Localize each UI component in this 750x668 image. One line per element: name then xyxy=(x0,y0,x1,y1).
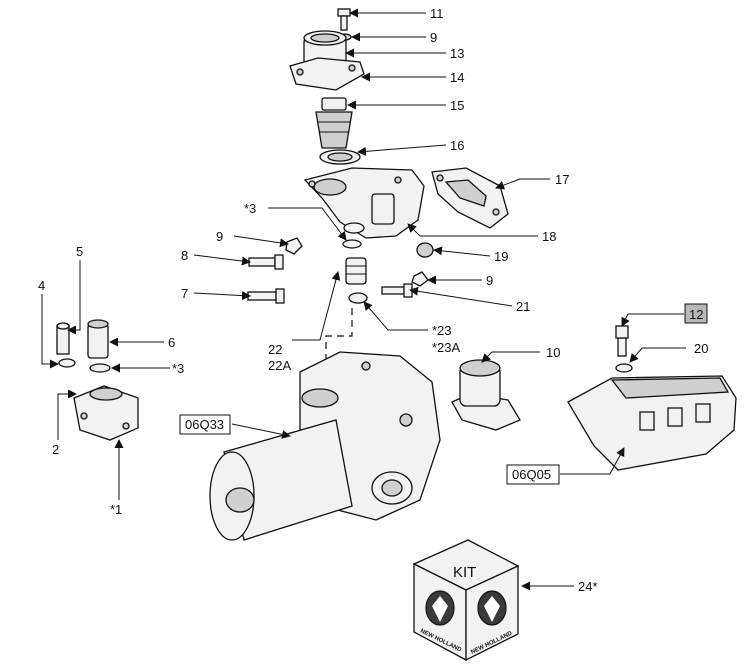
callout-10: 10 xyxy=(546,345,560,360)
callout-15: 15 xyxy=(450,98,464,113)
callout-9-top: 9 xyxy=(430,30,437,45)
callout-11: 11 xyxy=(430,6,444,21)
callout-6: 6 xyxy=(168,335,175,350)
ref-box-pump: 06Q33 xyxy=(179,414,231,435)
o-ring-3 xyxy=(342,239,362,249)
cover-flange-14 xyxy=(289,57,365,91)
bolt-21 xyxy=(381,283,413,298)
ref-box-head: 06Q05 xyxy=(506,464,560,485)
callout-12: 12 xyxy=(689,307,703,322)
callout-20: 20 xyxy=(694,341,708,356)
callout-22: 22 xyxy=(268,342,282,357)
callout-16: 16 xyxy=(450,138,464,153)
leader-lines xyxy=(41,8,686,591)
adapter-2 xyxy=(73,385,139,441)
gasket-17 xyxy=(431,167,509,229)
sensor-12 xyxy=(615,325,629,357)
spacer-19 xyxy=(416,242,434,258)
cylinder-head xyxy=(567,375,737,471)
callout-13: 13 xyxy=(450,46,464,61)
bolt-11 xyxy=(337,8,351,31)
callout-14: 14 xyxy=(450,70,464,85)
seal-23 xyxy=(348,292,368,304)
callout-5: 5 xyxy=(76,244,83,259)
o-ring-3-left xyxy=(89,363,111,373)
assembly-path xyxy=(325,308,353,368)
bolt-5 xyxy=(56,322,70,355)
nut-9-left xyxy=(285,237,303,255)
bolt-7 xyxy=(247,288,285,304)
callout-labels: 11 9 13 14 15 16 17 18 *3 9 8 19 9 7 21 … xyxy=(38,6,708,594)
connector-22 xyxy=(345,257,367,285)
bolt-8 xyxy=(248,254,284,270)
ref-pump-label: 06Q33 xyxy=(185,417,224,432)
washer-4 xyxy=(58,358,76,368)
callout-3-upper: *3 xyxy=(244,201,256,216)
callout-9-left: 9 xyxy=(216,229,223,244)
callout-23A: *23A xyxy=(432,340,461,355)
water-pump xyxy=(209,351,441,541)
callout-7: 7 xyxy=(181,286,188,301)
callout-8: 8 xyxy=(181,248,188,263)
callout-4: 4 xyxy=(38,278,45,293)
callout-17: 17 xyxy=(555,172,569,187)
elbow-10 xyxy=(451,359,521,431)
washer-20 xyxy=(615,363,633,373)
callout-18: 18 xyxy=(542,229,556,244)
callout-2: 2 xyxy=(52,442,59,457)
callout-box-12: 12 xyxy=(684,303,708,324)
seal-ring-16 xyxy=(319,149,361,165)
callout-19: 19 xyxy=(494,249,508,264)
logo-right-icon xyxy=(477,590,507,626)
kit-label: KIT xyxy=(453,564,476,581)
callout-9-right: 9 xyxy=(486,273,493,288)
callout-1: *1 xyxy=(110,502,122,517)
callout-23: *23 xyxy=(432,323,452,338)
thermostat-15 xyxy=(315,97,353,149)
callout-22A: 22A xyxy=(268,358,291,373)
callout-21: 21 xyxy=(516,299,530,314)
fitting-6 xyxy=(87,319,109,359)
kit-box: KIT NEW HOLLAND NEW HOLLAND xyxy=(412,539,520,662)
ref-head-label: 06Q05 xyxy=(512,467,551,482)
callout-3-lower: *3 xyxy=(172,361,184,376)
nut-9-right xyxy=(411,271,429,287)
logo-left-icon xyxy=(425,590,455,626)
thermostat-housing-18 xyxy=(303,167,425,239)
callout-24: 24* xyxy=(578,579,598,594)
